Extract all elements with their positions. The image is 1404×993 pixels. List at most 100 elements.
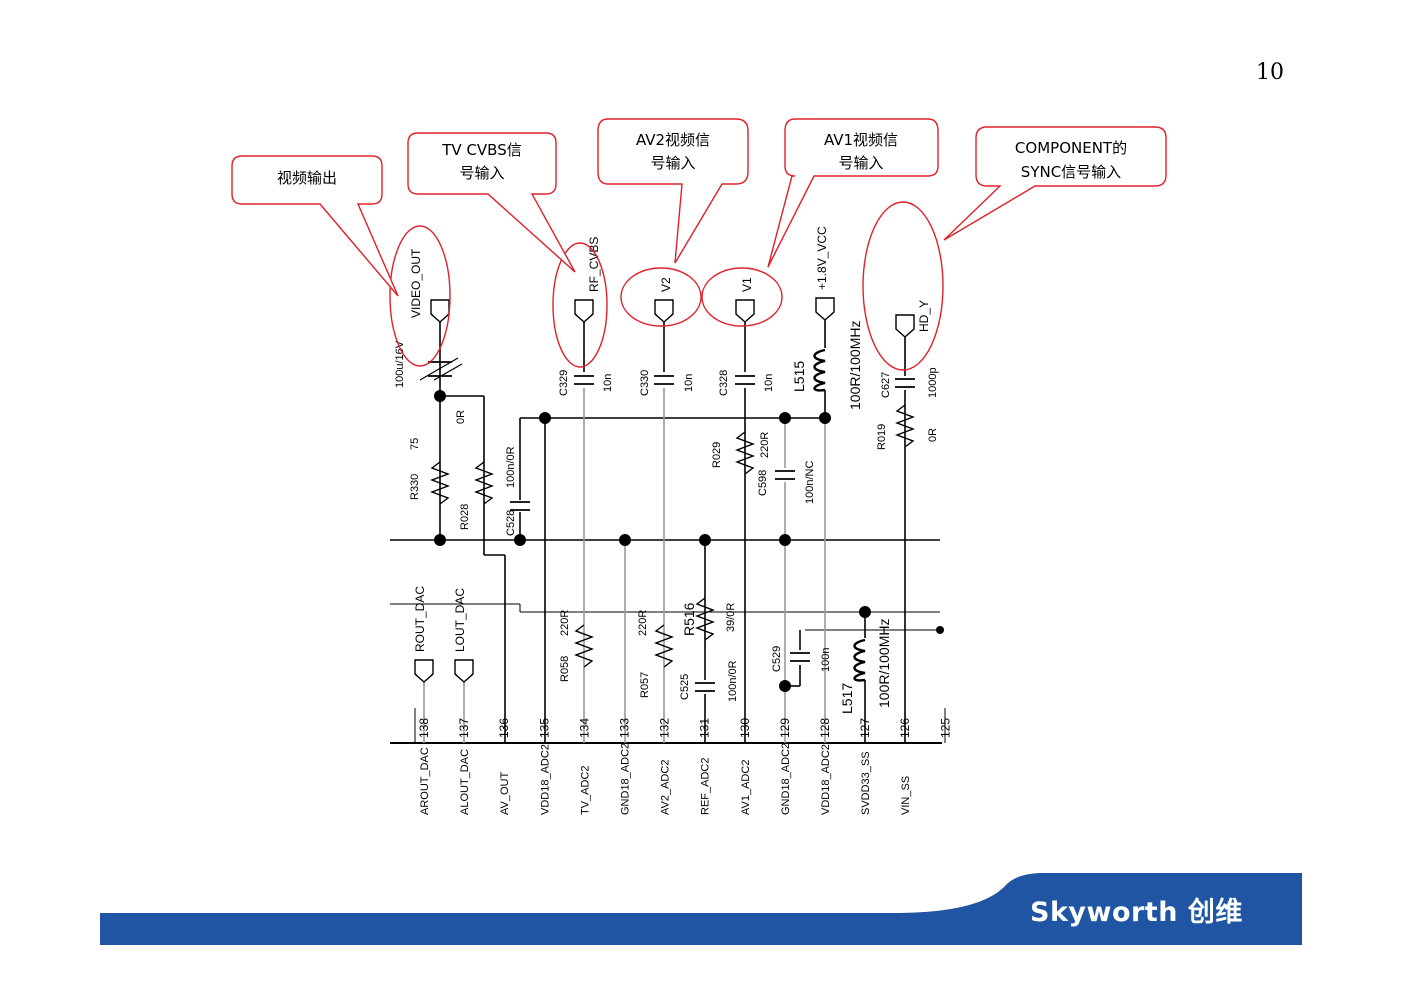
pin-name: VIN_SS: [900, 776, 912, 815]
label-c329-val: 10n: [602, 374, 614, 392]
pin-name: AV_OUT: [499, 772, 511, 815]
pin-name: GND18_ADC2: [620, 743, 632, 815]
label-c330: C330: [639, 370, 651, 396]
pin-name: REF_ADC2: [700, 758, 712, 815]
pin-number: 131: [698, 718, 712, 738]
pin-number: 128: [818, 718, 832, 738]
label-r019-val: 0R: [927, 428, 939, 442]
callout-component: [943, 126, 1167, 241]
label-c528-val: 100n/0R: [505, 446, 517, 488]
pin-name: AV2_ADC2: [660, 760, 672, 815]
page-number: 10: [1256, 60, 1284, 85]
callout-av1: [767, 118, 939, 268]
pin-number: 137: [457, 718, 471, 738]
net-label-v1: V1: [740, 277, 754, 292]
pin-number: 127: [858, 718, 872, 738]
label-c329: C329: [558, 370, 570, 396]
callout-tv-cvbs: [407, 132, 576, 273]
pin-number: 126: [898, 718, 912, 738]
callout-video-out-line1: 视频输出: [277, 169, 337, 187]
label-l517-val: 100R/100MHz: [876, 619, 892, 709]
label-r029: R029: [711, 442, 723, 468]
callout-av2: [597, 118, 749, 264]
label-r019: R019: [876, 424, 888, 450]
label-r516: R516: [681, 602, 697, 636]
callout-tv-cvbs-line1: TV CVBS信: [441, 141, 521, 159]
resistors: [430, 404, 915, 668]
label-l517: L517: [839, 683, 855, 714]
pin-name: SVDD33_SS: [860, 751, 872, 815]
label-c-video: 100u/16V: [394, 340, 406, 388]
label-l515-val: 100R/100MHz: [847, 321, 863, 411]
label-r330: R330: [409, 474, 421, 500]
net-label-video-out: VIDEO_OUT: [409, 248, 423, 318]
label-c627: C627: [880, 372, 892, 398]
label-r057: R057: [639, 672, 651, 698]
highlight-v1: [701, 267, 783, 327]
pin-number: 133: [618, 718, 632, 738]
highlight-rf-cvbs: [552, 242, 608, 368]
label-r058: R058: [559, 656, 571, 682]
pin-number: 138: [417, 718, 431, 738]
net-label-rout-dac: ROUT_DAC: [413, 586, 427, 652]
net-label-hd-y: HD_Y: [917, 300, 931, 332]
label-c328-val: 10n: [763, 374, 775, 392]
pin-name: GND18_ADC2: [780, 743, 792, 815]
net-label-rf-cvbs: RF_CVBS: [587, 237, 601, 292]
callout-component-line2: SYNC信号输入: [1021, 163, 1121, 181]
pin-number: 130: [738, 718, 752, 738]
net-label-vcc: +1.8V_VCC: [815, 226, 829, 290]
callout-tv-cvbs-line2: 号输入: [459, 164, 504, 182]
net-labels: VIDEO_OUT RF_CVBS V2 V1 +1.8V_VCC HD_Y R…: [409, 226, 931, 652]
net-label-v2: V2: [659, 277, 673, 292]
label-c528: C528: [505, 510, 517, 536]
label-l515: L515: [791, 361, 807, 392]
label-r028: R028: [459, 504, 471, 530]
callout-bubbles: [231, 118, 1167, 297]
highlight-video-out: [389, 225, 451, 367]
capacitors: [419, 357, 915, 692]
callout-av1-line1: AV1视频信: [824, 131, 898, 149]
label-c529: C529: [771, 646, 783, 672]
label-r058-val: 220R: [559, 610, 571, 636]
highlight-ellipses: [389, 201, 944, 371]
pin-number: 136: [497, 718, 511, 738]
callout-av2-line2: 号输入: [650, 154, 695, 172]
skyworth-logo: Skyworth 创维: [1030, 897, 1243, 928]
inductors: [813, 348, 866, 682]
label-r057-val: 220R: [637, 610, 649, 636]
pin-number: 129: [778, 718, 792, 738]
pin-number: 125: [938, 718, 952, 738]
label-c525-val: 100n/0R: [727, 660, 739, 702]
label-c598-val: 100n/NC: [804, 461, 816, 504]
net-label-lout-dac: LOUT_DAC: [453, 588, 467, 652]
label-c529-val: 100n: [820, 648, 832, 672]
callout-video-out: [231, 155, 399, 297]
pin-name: VDD18_ADC2: [539, 744, 551, 815]
label-c627-val: 1000p: [927, 367, 939, 398]
ic-pin-header: 138AROUT_DAC137ALOUT_DAC136AV_OUT135VDD1…: [417, 718, 952, 815]
label-c328: C328: [718, 370, 730, 396]
label-r029-val: 220R: [759, 432, 771, 458]
connector-flags: [414, 297, 915, 683]
pin-number: 134: [577, 718, 591, 738]
highlight-hd-y: [862, 201, 944, 371]
junction-dots: [434, 390, 944, 692]
label-c525: C525: [679, 674, 691, 700]
footer-band: [100, 873, 1302, 945]
callout-component-line1: COMPONENT的: [1015, 139, 1127, 157]
pin-name: TV_ADC2: [579, 765, 591, 815]
pin-number: 135: [537, 718, 551, 738]
pin-number: 132: [658, 718, 672, 738]
callout-av1-line2: 号输入: [838, 154, 883, 172]
highlight-v2: [620, 267, 702, 327]
label-c598: C598: [757, 470, 769, 496]
pin-name: VDD18_ADC2: [820, 744, 832, 815]
callout-texts: 视频输出 TV CVBS信 号输入 AV2视频信 号输入 AV1视频信 号输入 …: [277, 131, 1127, 187]
callout-av2-line1: AV2视频信: [636, 131, 710, 149]
component-labels: 100u/16V R330 75 R028 0R C528 100n/0R C3…: [394, 321, 939, 715]
label-r516-val: 39/0R: [725, 603, 737, 632]
label-c330-val: 10n: [683, 374, 695, 392]
